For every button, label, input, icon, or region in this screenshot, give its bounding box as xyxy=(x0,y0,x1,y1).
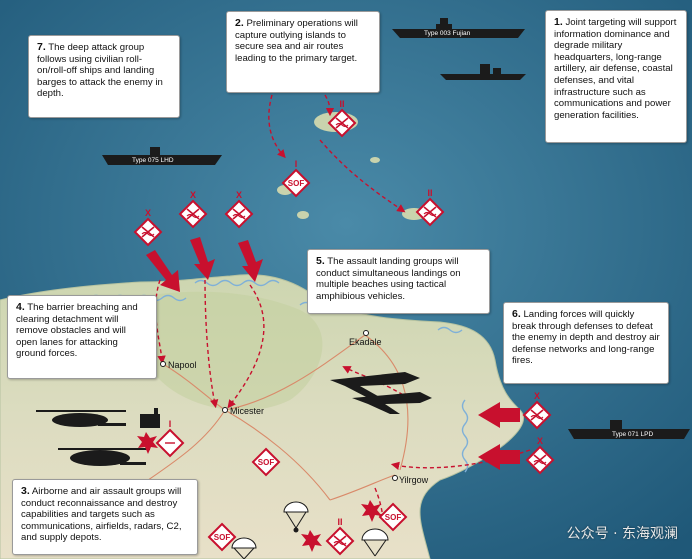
callout-3-number: 3. xyxy=(21,485,30,497)
callout-2-number: 2. xyxy=(235,17,244,29)
unit-wave xyxy=(333,540,347,546)
unit-frame xyxy=(207,522,237,552)
town-micester: Micester xyxy=(230,406,265,416)
ship-lhd-label: Type 075 LHD xyxy=(132,157,174,164)
unit-echelon: II xyxy=(427,188,432,198)
unit-symbol-12: SOF xyxy=(207,522,237,552)
helicopter-2-icon xyxy=(58,448,150,466)
unit-echelon: II xyxy=(337,517,342,527)
assault-arrow-4 xyxy=(478,402,520,428)
unit-symbol-10: SOF xyxy=(251,447,281,477)
town-yilrgow: Yilrgow xyxy=(399,475,429,485)
island-reef xyxy=(370,157,380,163)
unit-echelon: X xyxy=(236,190,242,200)
callout-1-number: 1. xyxy=(554,16,563,28)
unit-wave xyxy=(141,231,155,237)
ship-lpd xyxy=(568,420,690,439)
unit-symbol-8: X xyxy=(525,436,555,475)
ship-fujian xyxy=(392,18,525,38)
unit-frame xyxy=(281,168,311,198)
parachute-2-icon xyxy=(231,537,257,559)
unit-wave xyxy=(335,122,349,128)
unit-sof-label: SOF xyxy=(258,458,275,467)
callout-4: 4. The barrier breaching and clearing de… xyxy=(7,295,157,379)
island-north-3 xyxy=(297,211,309,219)
assault-arrow-2 xyxy=(190,237,215,280)
callout-3-text: Airborne and air assault groups will con… xyxy=(21,486,182,544)
paratroopers xyxy=(231,501,389,559)
unit-symbol-4: II xyxy=(327,99,357,138)
unit-sof-label: SOF xyxy=(385,513,402,522)
callout-7-text: The deep attack group follows using civi… xyxy=(37,42,163,100)
unit-echelon: II xyxy=(339,99,344,109)
town-napool: Napool xyxy=(168,360,197,370)
callout-1-text: Joint targeting will support information… xyxy=(554,17,677,121)
town-markers xyxy=(160,330,398,481)
callout-5-text: The assault landing groups will conduct … xyxy=(316,256,461,302)
callout-7-number: 7. xyxy=(37,41,46,53)
ship-lhd xyxy=(102,147,222,165)
explosion-1-icon xyxy=(137,432,158,454)
unit-echelon: X xyxy=(145,208,151,218)
unit-wave xyxy=(423,211,437,217)
unit-frame xyxy=(378,502,408,532)
watermark: 公众号 · 东海观澜 xyxy=(566,526,678,542)
land-highland xyxy=(117,291,323,411)
town-ekadale: Ekadale xyxy=(349,337,382,347)
unit-frame xyxy=(251,447,281,477)
callout-6-number: 6. xyxy=(512,308,521,320)
callout-1: 1. Joint targeting will support informat… xyxy=(545,10,687,143)
unit-symbol-1: X xyxy=(133,208,163,247)
callout-7: 7. The deep attack group follows using c… xyxy=(28,35,180,118)
ship-lpd-label: Type 071 LPD xyxy=(612,431,654,438)
assault-arrows xyxy=(146,237,520,470)
ship-fujian-label: Type 003 Fujian xyxy=(424,30,471,37)
callout-6: 6. Landing forces will quickly break thr… xyxy=(503,302,669,384)
callout-4-text: The barrier breaching and clearing detac… xyxy=(16,302,138,360)
unit-symbol-11: SOF xyxy=(378,502,408,532)
fighter-jet-1-icon xyxy=(330,372,420,400)
callout-6-text: Landing forces will quickly break throug… xyxy=(512,309,660,367)
unit-wave xyxy=(232,213,246,219)
unit-symbol-2: X xyxy=(178,190,208,229)
ship-destroyer xyxy=(440,64,526,80)
assault-arrow-5 xyxy=(478,444,520,470)
parachute-1-icon xyxy=(283,501,309,533)
unit-echelon: X xyxy=(534,391,540,401)
fighter-jet-2-icon xyxy=(352,392,432,414)
helicopters xyxy=(36,410,150,466)
factory-icon xyxy=(140,408,160,428)
helicopter-1-icon xyxy=(36,410,126,427)
callout-5: 5. The assault landing groups will condu… xyxy=(307,249,490,314)
unit-sof-label: SOF xyxy=(288,179,305,188)
unit-echelon: X xyxy=(537,436,543,446)
explosions xyxy=(137,432,382,552)
unit-symbol-6: II xyxy=(415,188,445,227)
fighter-jets xyxy=(330,372,432,414)
unit-wave xyxy=(533,459,547,465)
unit-wave xyxy=(186,213,200,219)
callout-5-number: 5. xyxy=(316,255,325,267)
unit-sof-label: SOF xyxy=(214,533,231,542)
unit-echelon: X xyxy=(190,190,196,200)
explosion-3-icon xyxy=(361,500,382,522)
assault-arrow-3 xyxy=(238,240,263,282)
callout-3: 3. Airborne and air assault groups will … xyxy=(12,479,198,555)
parachute-3-icon xyxy=(361,528,389,557)
unit-symbol-5: SOF I xyxy=(281,159,311,198)
unit-wave xyxy=(530,414,544,420)
callout-2-text: Preliminary operations will capture outl… xyxy=(235,18,358,64)
unit-symbol-3: X xyxy=(224,190,254,229)
unit-symbol-13: II xyxy=(325,517,355,556)
unit-echelon: I xyxy=(169,419,172,429)
callout-4-number: 4. xyxy=(16,301,25,313)
unit-symbol-7: X xyxy=(522,391,552,430)
unit-symbol-9: I xyxy=(155,419,185,458)
explosion-2-icon xyxy=(301,530,322,552)
callout-2: 2. Preliminary operations will capture o… xyxy=(226,11,380,93)
assault-arrow-1 xyxy=(146,250,180,292)
unit-echelon: I xyxy=(295,159,298,169)
